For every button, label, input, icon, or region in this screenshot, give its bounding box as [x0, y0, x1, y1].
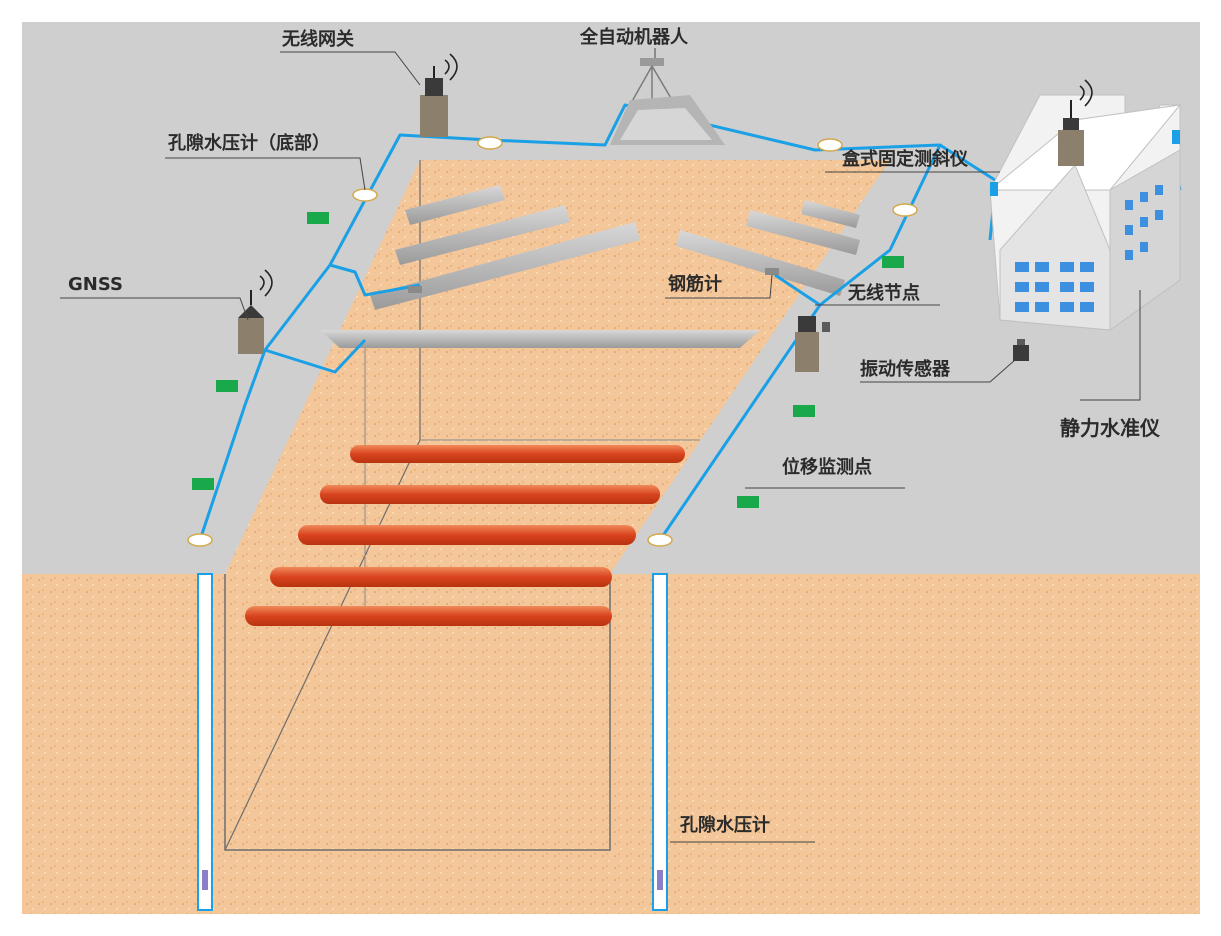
- piezometer-tube-right: [652, 573, 668, 911]
- label-gateway: 无线网关: [282, 29, 354, 50]
- label-rebar-meter: 钢筋计: [668, 274, 722, 295]
- label-wireless-node: 无线节点: [848, 283, 920, 304]
- steel-struts: [245, 445, 685, 626]
- piezometer-tube-left: [197, 573, 213, 911]
- excavation-pit: [225, 160, 890, 574]
- label-piezometer: 孔隙水压计: [680, 815, 770, 836]
- upper-struts: [370, 185, 860, 310]
- label-box-inclinometer: 盒式固定测斜仪: [842, 149, 968, 170]
- building: [988, 79, 1182, 331]
- label-gnss: GNSS: [68, 274, 123, 295]
- pit-diagonal: [224, 439, 421, 851]
- label-displacement-point: 位移监测点: [782, 457, 872, 478]
- label-hydrostatic-level: 静力水准仪: [1060, 416, 1160, 440]
- survey-points: [187, 136, 918, 547]
- leader-lines: [60, 48, 1141, 843]
- displacement-markers: [192, 212, 904, 508]
- wireless-node-device: [795, 316, 830, 372]
- gnss-device: [238, 269, 273, 354]
- label-robot: 全自动机器人: [580, 27, 688, 48]
- vibration-sensor-device: [1013, 339, 1029, 361]
- robotic-total-station: [610, 58, 725, 145]
- wireless-gateway-device: [420, 53, 458, 137]
- rebar-meter-device: [408, 268, 779, 293]
- label-vibration-sensor: 振动传感器: [860, 359, 950, 380]
- crown-beam: [320, 330, 760, 348]
- label-piezometer-bottom: 孔隙水压计（底部）: [168, 133, 330, 154]
- pit-left-wall: [224, 574, 611, 851]
- underground-soil: [22, 574, 1200, 914]
